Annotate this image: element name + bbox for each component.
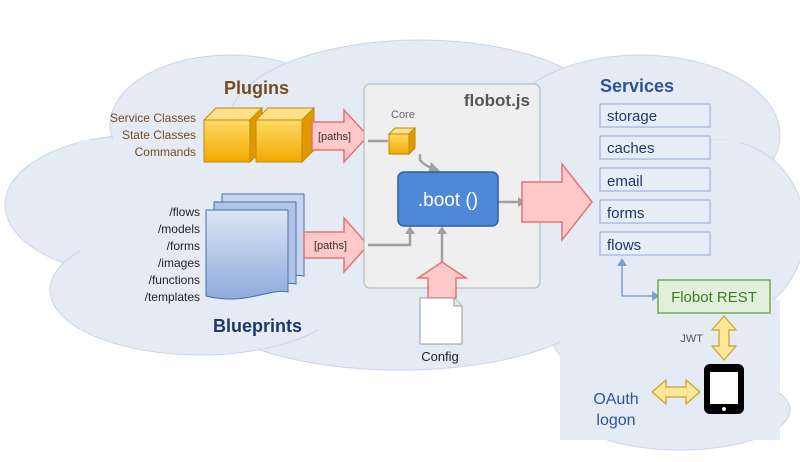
rest-connector bbox=[617, 258, 660, 301]
plugins-paths-arrow: [paths] bbox=[311, 108, 370, 164]
blueprint-item: /templates bbox=[145, 290, 200, 304]
service-item-label: caches bbox=[607, 140, 655, 157]
service-item-label: email bbox=[607, 173, 643, 190]
paths-label: [paths] bbox=[318, 131, 351, 143]
config-label: Config bbox=[421, 349, 459, 364]
oauth-label: OAuth bbox=[593, 391, 638, 408]
document-stack-icon bbox=[205, 193, 305, 300]
flobot-rest-box[interactable] bbox=[657, 279, 771, 314]
service-item-caches[interactable] bbox=[599, 135, 711, 160]
service-item-flows[interactable] bbox=[599, 231, 711, 256]
cube-icon bbox=[202, 106, 264, 164]
service-item-email[interactable] bbox=[599, 167, 711, 192]
mobile-phone-icon bbox=[704, 364, 744, 414]
cube-icon bbox=[387, 126, 417, 156]
blueprint-item: /functions bbox=[149, 273, 200, 287]
service-item-storage[interactable] bbox=[599, 103, 711, 128]
service-item-label: forms bbox=[607, 205, 645, 222]
services-title: Services bbox=[600, 76, 674, 96]
service-item-forms[interactable] bbox=[599, 199, 711, 224]
cube-icon bbox=[254, 106, 316, 164]
jwt-arrow bbox=[710, 315, 738, 361]
paths-label: [paths] bbox=[314, 240, 347, 252]
plugin-item: Service Classes bbox=[110, 111, 196, 125]
flobot-title: flobot.js bbox=[464, 91, 530, 110]
service-item-label: flows bbox=[607, 237, 641, 254]
core-label: Core bbox=[391, 109, 415, 121]
document-icon bbox=[419, 297, 463, 345]
blueprint-item: /models bbox=[158, 222, 200, 236]
boot-label: .boot () bbox=[418, 190, 478, 211]
blueprints-paths-arrow: [paths] bbox=[303, 216, 370, 274]
boot-box[interactable] bbox=[397, 171, 499, 227]
blueprint-item: /images bbox=[158, 256, 200, 270]
logon-label: logon bbox=[596, 412, 635, 429]
plugin-item: Commands bbox=[135, 145, 196, 159]
blueprint-item: /flows bbox=[169, 205, 200, 219]
jwt-label: JWT bbox=[680, 333, 703, 345]
plugin-item: State Classes bbox=[122, 128, 196, 142]
service-item-label: storage bbox=[607, 108, 657, 125]
blueprint-item: /forms bbox=[167, 239, 200, 253]
config-arrow bbox=[415, 261, 469, 299]
flobot-rest-label: Flobot REST bbox=[671, 289, 757, 306]
oauth-arrow bbox=[651, 378, 701, 406]
services-arrow bbox=[521, 161, 593, 243]
blueprints-title: Blueprints bbox=[213, 316, 302, 336]
plugins-title: Plugins bbox=[224, 78, 289, 98]
service-list: storage caches email forms flows bbox=[599, 103, 711, 256]
